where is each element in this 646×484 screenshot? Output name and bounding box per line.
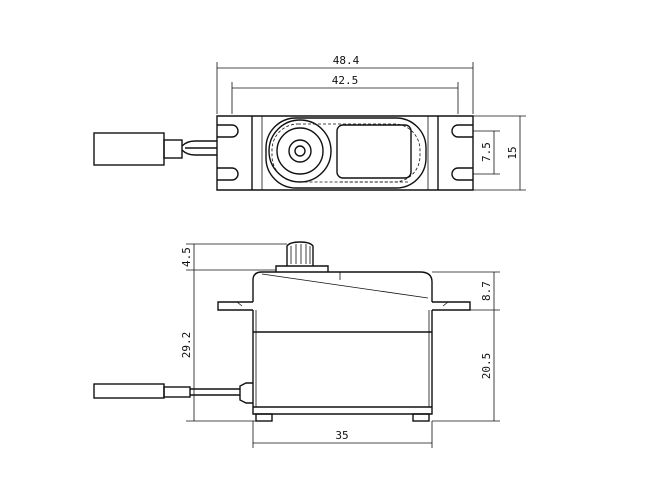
top-view-output-ring-inner (276, 127, 324, 175)
dim-label-depth: 15 (506, 146, 519, 159)
dim-label-total-height: 29.2 (180, 332, 193, 359)
top-view-slot-upper-left (217, 124, 239, 138)
side-view-foot-right (412, 413, 430, 422)
side-view-flange-rib (442, 301, 449, 307)
top-view-dimensions: 48.4 42.5 7.5 15 (216, 54, 526, 191)
top-view-connector (93, 132, 165, 166)
top-view-connector-neck (163, 139, 183, 159)
top-view-outline (216, 115, 474, 191)
top-view-slot-lower-left (217, 167, 239, 181)
side-view (93, 241, 471, 422)
top-view-cable (181, 140, 217, 156)
side-view-upper-case (252, 271, 433, 302)
side-view-grommet (239, 382, 253, 404)
top-view (93, 115, 474, 191)
side-view-spline (286, 241, 314, 266)
side-view-connector (93, 383, 165, 399)
side-view-foot-left (255, 413, 273, 422)
top-view-spline-hole (294, 145, 306, 157)
dim-label-hole-spacing: 7.5 (480, 142, 493, 162)
side-view-flange-rib (236, 301, 243, 307)
top-view-output-ring (268, 119, 332, 183)
top-view-slot-lower-right (451, 167, 473, 181)
top-view-spline-outer (288, 139, 312, 163)
dim-label-body-width: 35 (335, 429, 348, 442)
top-view-label-recess (336, 124, 412, 179)
dim-label-inner-width: 42.5 (332, 74, 359, 87)
side-view-bevel (261, 272, 429, 299)
dim-label-outer-width: 48.4 (333, 54, 360, 67)
side-view-connector-neck (163, 386, 191, 398)
side-view-flange-right (432, 301, 471, 311)
dim-label-lower-height: 20.5 (480, 353, 493, 380)
top-view-slot-upper-right (451, 124, 473, 138)
side-view-flange-left (217, 301, 253, 311)
dim-label-upper-height: 8.7 (480, 281, 493, 301)
side-view-dimensions: 4.5 29.2 8.7 20.5 35 (180, 243, 500, 448)
side-view-top-cap (275, 265, 329, 272)
top-view-plate (265, 117, 427, 189)
dim-label-spline-height: 4.5 (180, 247, 193, 267)
side-view-body (252, 310, 433, 415)
